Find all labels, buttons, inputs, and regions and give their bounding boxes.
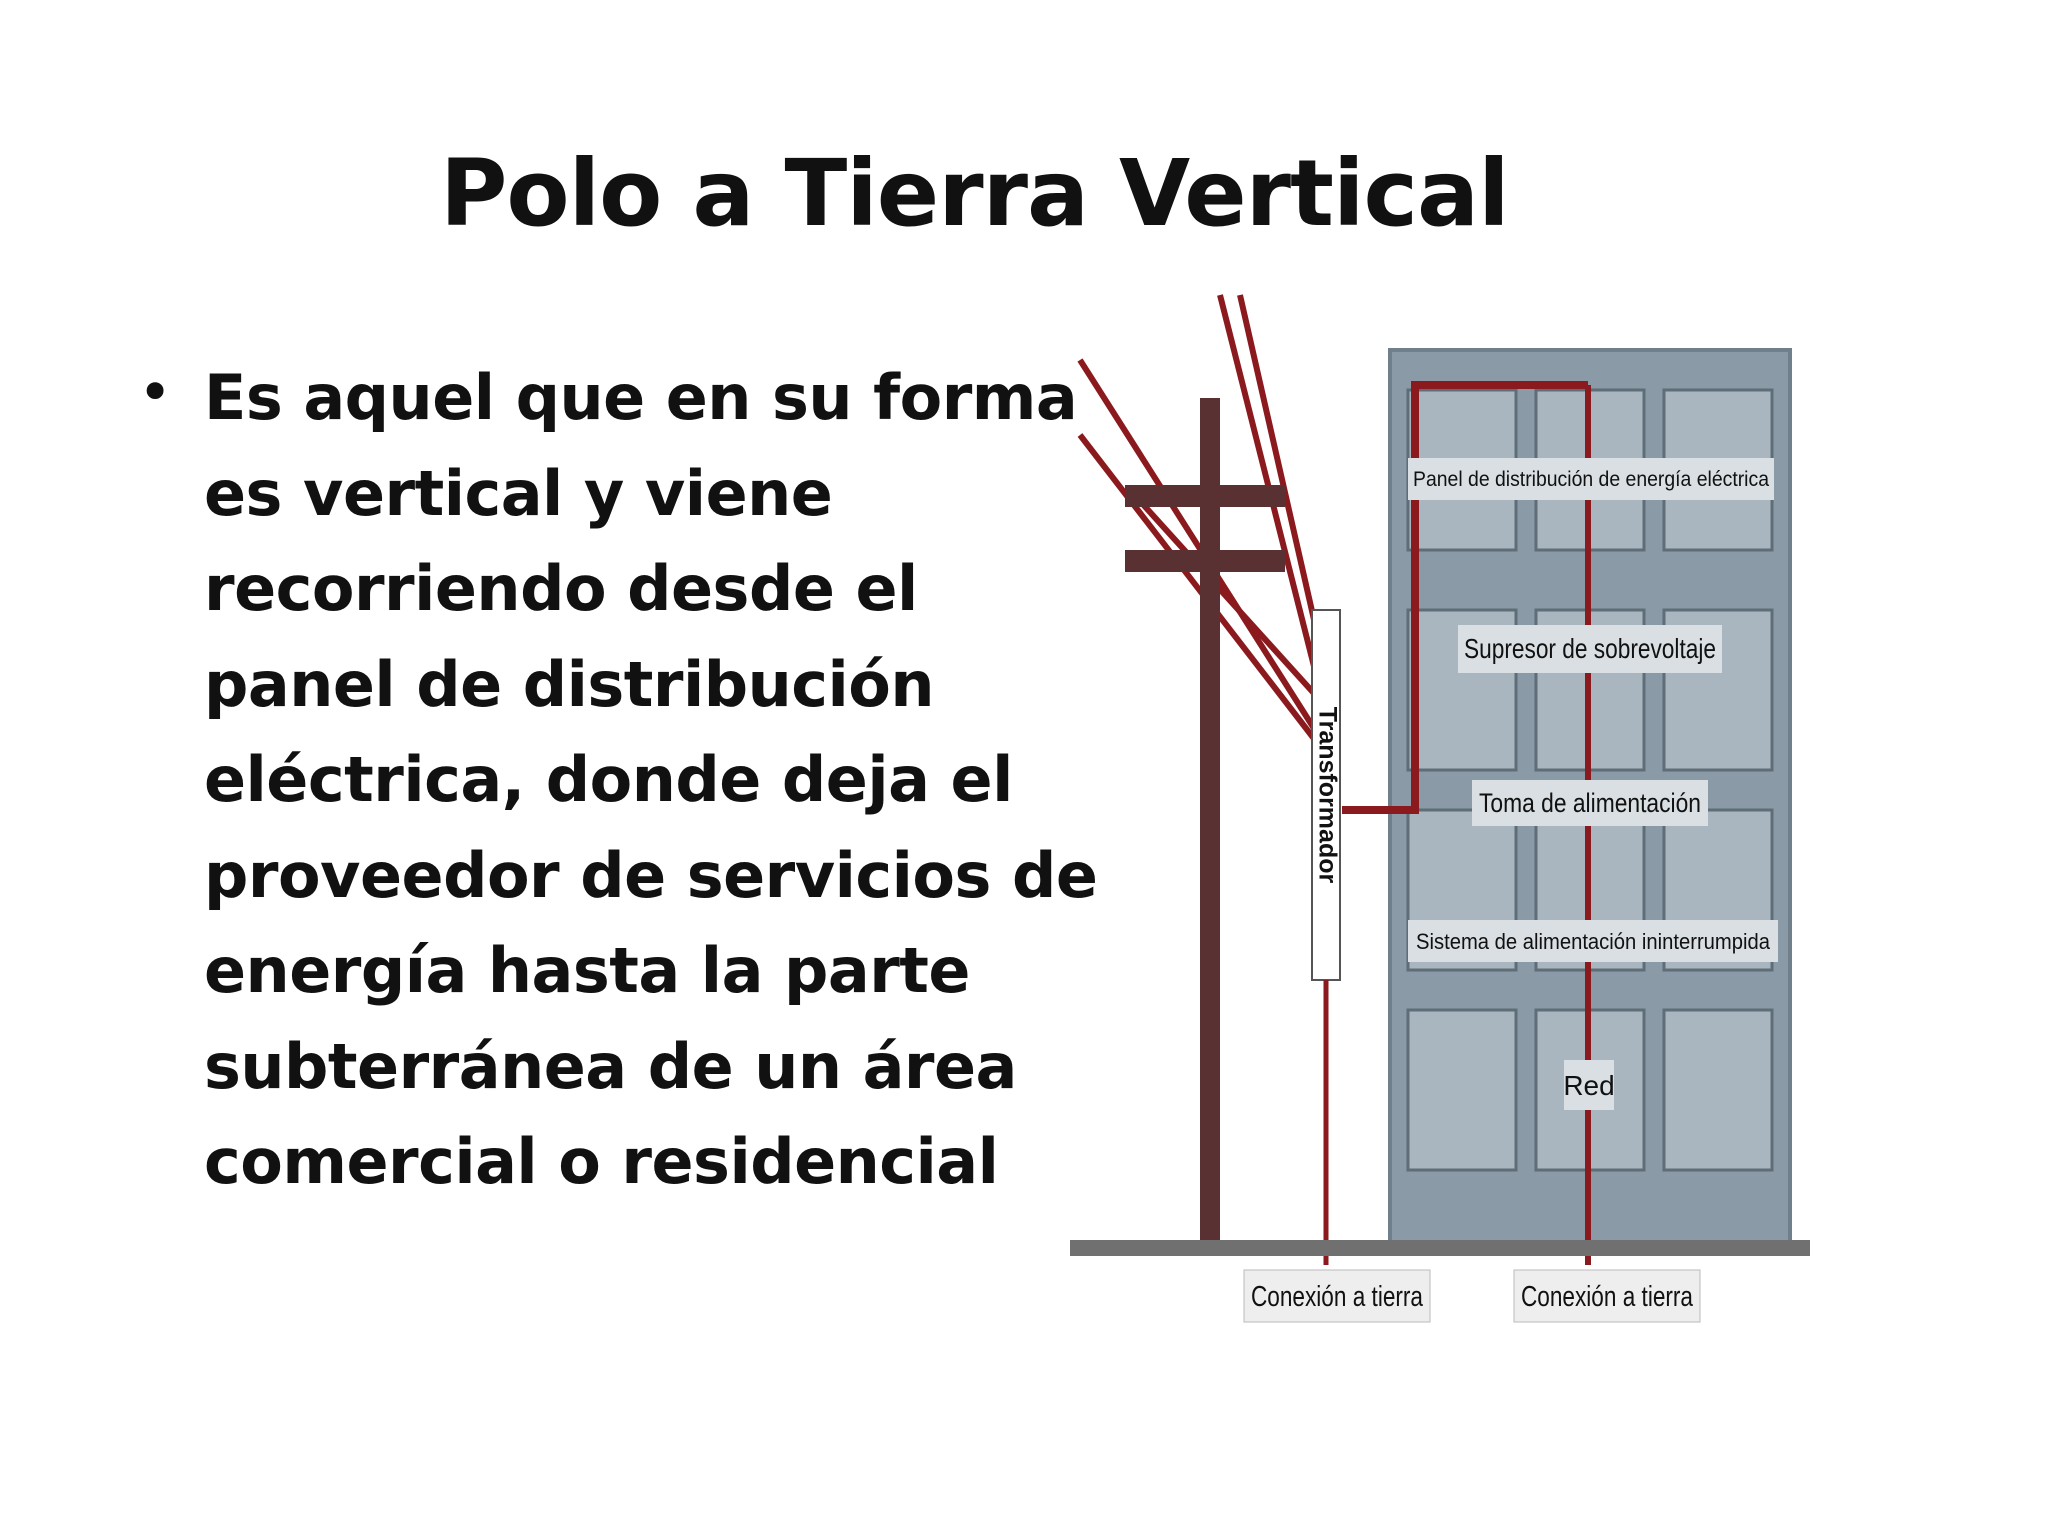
ground-label-right-bg — [1513, 1269, 1701, 1323]
transformer-label: Transformador — [1313, 707, 1341, 884]
bullet-line: recorriendo desde el — [204, 552, 918, 625]
surge-label-bg — [1458, 625, 1722, 673]
bullet-item: • Es aquel que en su forma es vertical y… — [130, 350, 1098, 1210]
network-label-bg — [1564, 1060, 1614, 1110]
bullet-line: eléctrica, donde deja el — [204, 743, 1013, 816]
panel-label-bg — [1408, 458, 1774, 500]
utility-pole — [1200, 398, 1220, 1248]
pole-crossarm — [1125, 550, 1285, 572]
building-labels: Panel de distribución de energía eléctri… — [1408, 458, 1778, 1110]
outlet-label-bg — [1472, 780, 1708, 826]
bullet-line: energía hasta la parte — [204, 934, 970, 1007]
bullet-line: Es aquel que en su forma — [204, 361, 1078, 434]
bullet-text: Es aquel que en su forma es vertical y v… — [204, 350, 1098, 1210]
panel-label: Panel de distribución de energía eléctri… — [1413, 468, 1769, 491]
ground-label-left-bg — [1243, 1269, 1431, 1323]
bullet-list: • Es aquel que en su forma es vertical y… — [130, 350, 1098, 1210]
window — [1406, 1008, 1518, 1172]
bullet-line: es vertical y viene — [204, 456, 833, 530]
panel-feed-wire — [1342, 381, 1588, 814]
outlet-label: Toma de alimentación — [1479, 788, 1701, 818]
bullet-line: comercial o residencial — [204, 1125, 999, 1198]
grounding-diagram-svg: Transformador Panel de distribución de e… — [1070, 294, 1810, 1323]
network-label: Red — [1563, 1070, 1614, 1101]
bullet-line: subterránea de un área — [204, 1029, 1017, 1103]
window — [1662, 1008, 1774, 1172]
pole-crossarm — [1125, 485, 1285, 507]
bullet-line: proveedor de servicios de — [204, 838, 1098, 912]
transformer-box — [1311, 609, 1341, 981]
bullet-line: panel de distribución — [204, 647, 935, 721]
grounding-diagram: Transformador Panel de distribución de e… — [1070, 280, 1830, 1340]
ground-label-left: Conexión a tierra — [1251, 1281, 1424, 1313]
slide-title: Polo a Tierra Vertical — [440, 140, 1510, 247]
ground-line — [1070, 1240, 1810, 1256]
ground-label-right: Conexión a tierra — [1521, 1281, 1694, 1313]
ups-label-bg — [1408, 920, 1778, 962]
ups-label: Sistema de alimentación ininterrumpida — [1416, 929, 1771, 954]
bullet-dot-icon: • — [138, 358, 173, 426]
surge-label: Supresor de sobrevoltaje — [1464, 633, 1716, 664]
